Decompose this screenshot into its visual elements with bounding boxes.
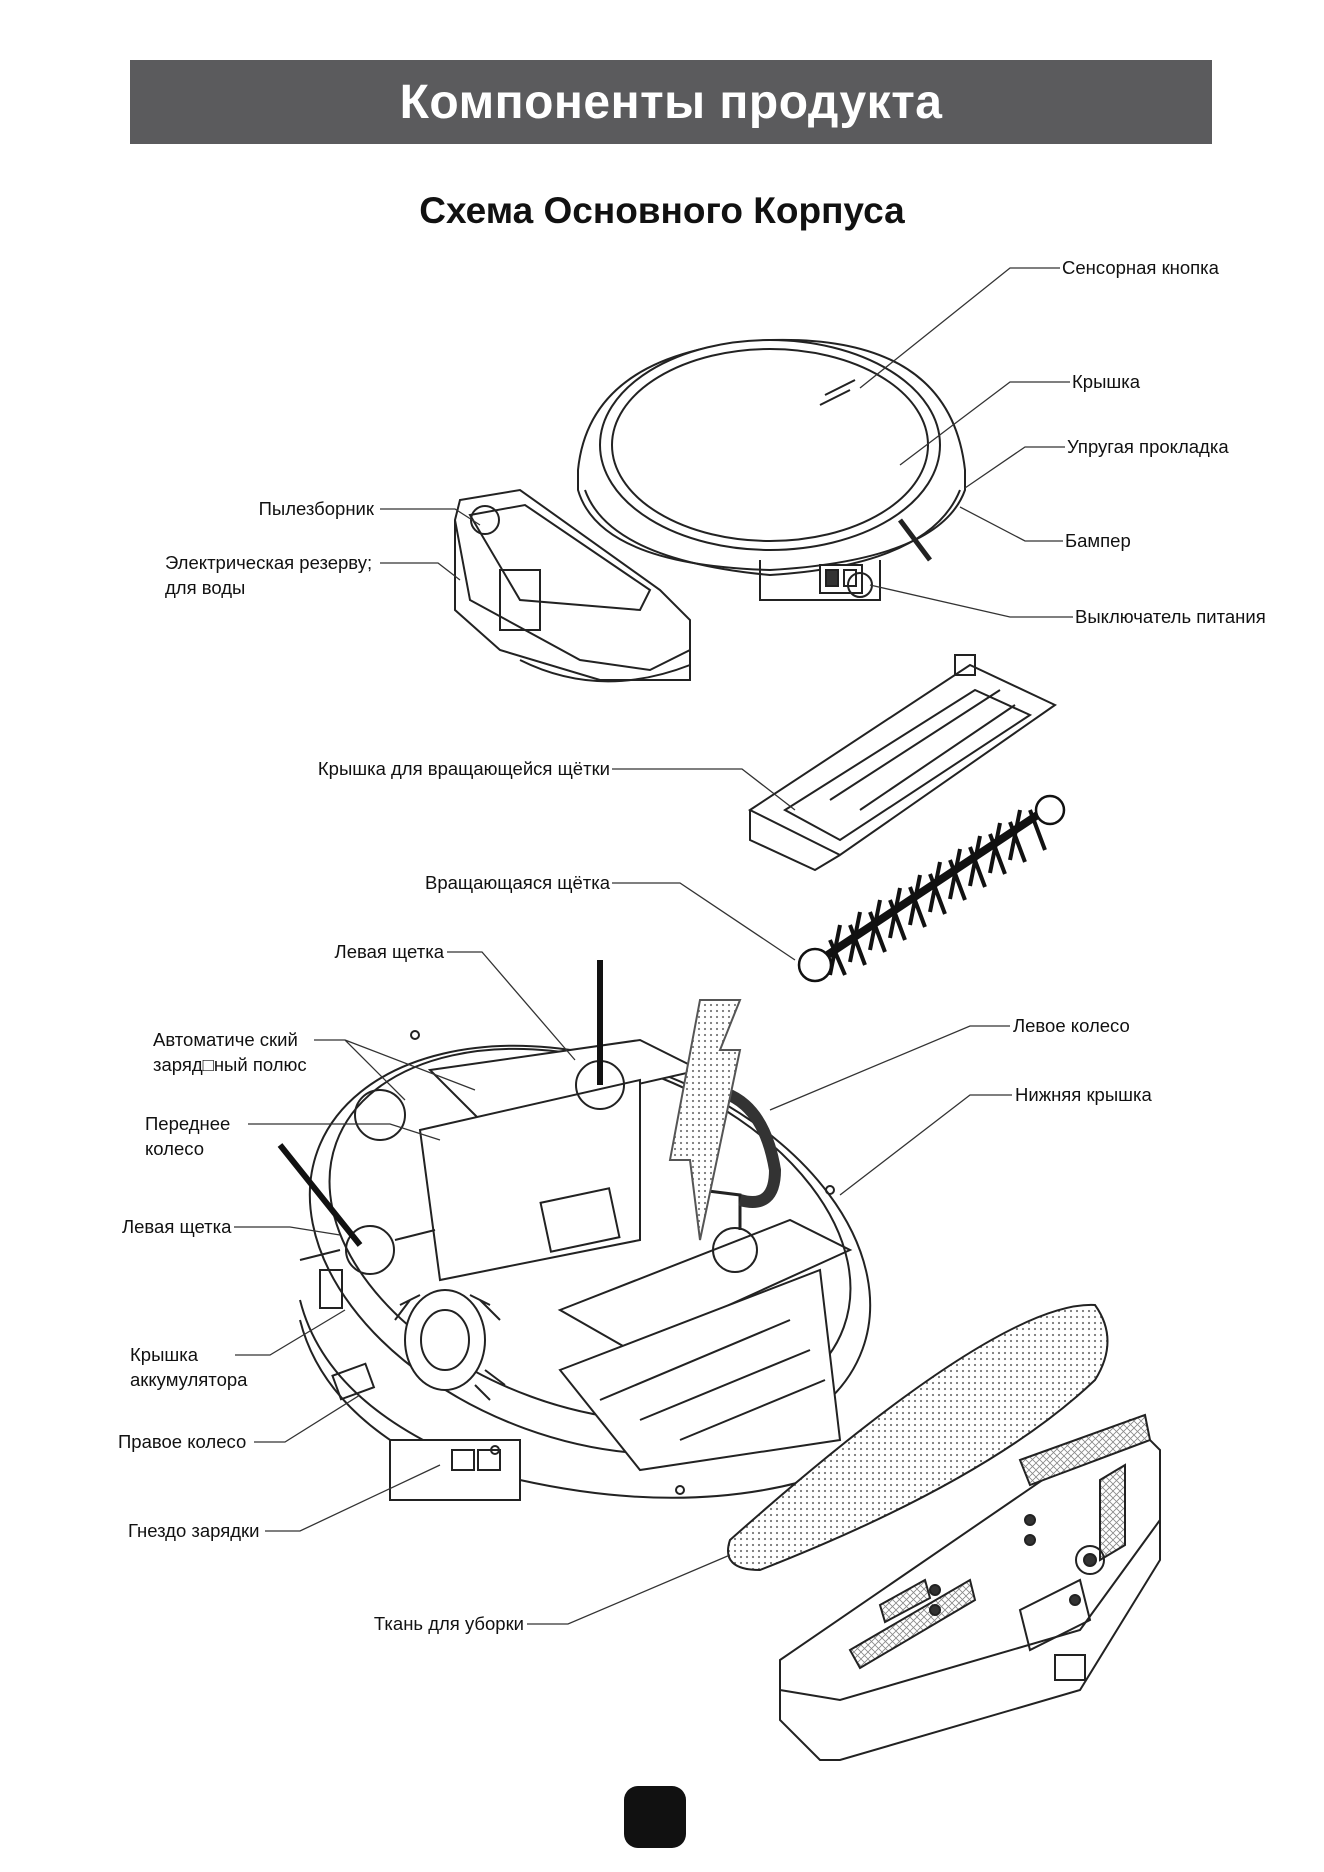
label-front-wheel-line2: колесо: [145, 1138, 205, 1159]
label-cover: Крышка: [1072, 371, 1140, 392]
leader-lines: [234, 267, 1073, 1625]
water-tank: [779, 1413, 1161, 1761]
label-bottom-cover: Нижняя крышка: [1015, 1084, 1152, 1105]
top-cover: [577, 338, 966, 601]
label-left-wheel: Левое колесо: [1013, 1015, 1130, 1036]
label-mop-cloth: Ткань для уборки: [373, 1613, 524, 1634]
label-sensor-button: Сенсорная кнопка: [1062, 257, 1219, 278]
label-right-wheel: Правое колесо: [118, 1431, 247, 1452]
page-number-badge: [624, 1786, 686, 1848]
label-front-wheel-line1: Переднее: [145, 1113, 231, 1134]
label-left-brush-top: Левая щетка: [334, 941, 444, 962]
roller-brush-cover: [748, 654, 1057, 872]
label-battery-cover-line1: Крышка: [130, 1344, 198, 1365]
label-water-tank-line1: Электрическая резерву;: [165, 552, 373, 573]
roller-brush: [797, 794, 1066, 983]
label-bumper: Бампер: [1065, 530, 1131, 551]
label-left-brush-side: Левая щетка: [122, 1216, 232, 1237]
label-power-switch: Выключатель питания: [1075, 606, 1266, 627]
header-bar: Компоненты продукта: [130, 60, 1212, 144]
label-battery-cover-line2: аккумулятора: [130, 1369, 248, 1390]
label-charge-socket: Гнездо зарядки: [128, 1520, 260, 1541]
label-roller-brush: Вращающаяся щётка: [424, 872, 610, 893]
label-water-tank-line2: для воды: [165, 577, 246, 598]
label-roller-cover: Крышка для вращающейся щётки: [317, 758, 610, 779]
label-elastic-pad: Упругая прокладка: [1067, 436, 1229, 457]
mop-cloth: [727, 1303, 1109, 1572]
label-dust-box: Пылезборник: [258, 498, 374, 519]
label-charge-contacts-line1: Автоматиче ский: [153, 1029, 298, 1050]
main-body: [277, 960, 872, 1501]
page-title: Компоненты продукта: [399, 75, 943, 129]
diagram-subtitle: Схема Основного Корпуса: [419, 190, 905, 231]
label-charge-contacts-line2: заряд□ный полюс: [153, 1054, 307, 1075]
